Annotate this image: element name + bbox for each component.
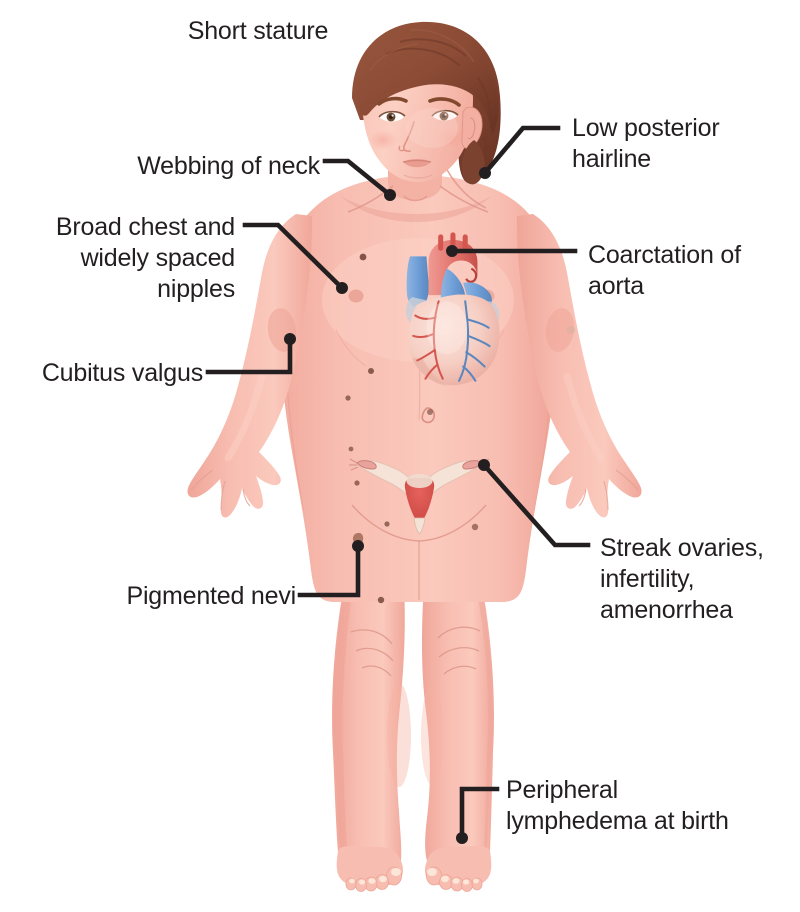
- forearm-right-highlight: [563, 372, 605, 462]
- nevus: [359, 253, 367, 261]
- nevus: [384, 521, 390, 527]
- elbow-right-shadow: [545, 308, 575, 352]
- cervix: [413, 517, 426, 535]
- calf-shadow-right: [421, 685, 443, 785]
- ear-inner-detail: [467, 117, 476, 140]
- chin-crease: [403, 174, 433, 179]
- feet: [336, 846, 492, 892]
- label-peripheral-lymphedema-at-birth: Peripheral lymphedema at birth: [506, 776, 729, 835]
- nevus: [471, 523, 479, 531]
- toenails-right: [427, 868, 479, 885]
- knee-creases: [350, 626, 481, 677]
- eyebrow-right: [428, 97, 461, 107]
- aortic-branches: [438, 232, 468, 251]
- leg-left-shadow: [334, 585, 360, 872]
- coronary-arteries: [412, 300, 444, 380]
- calf-shadow-left: [387, 683, 411, 787]
- label-broad-chest-and-widely-spaced-nipples: Broad chest and widely spaced nipples: [55, 213, 235, 303]
- heart-illustration: [405, 232, 500, 386]
- nevus: [368, 368, 374, 374]
- toenails-left: [349, 868, 401, 885]
- lip-line: [402, 159, 432, 163]
- eyes: [378, 109, 459, 122]
- pigmented-nevi-group: [345, 253, 575, 604]
- superior-vena-cava: [406, 256, 429, 307]
- hair-highlights: [369, 29, 475, 71]
- nipple-left: [348, 289, 364, 303]
- streak-ovary-right: [462, 460, 483, 470]
- navel: [421, 407, 435, 424]
- cheek-right: [438, 128, 466, 148]
- cheek-left: [369, 130, 397, 150]
- uterus-and-ovaries: [349, 458, 490, 535]
- coarctation-narrowing: [465, 267, 478, 283]
- nevus: [377, 596, 385, 604]
- nevus: [348, 446, 354, 452]
- nose: [403, 121, 415, 152]
- heart-highlight: [426, 301, 468, 355]
- hair-front: [357, 35, 499, 136]
- hair-low-posterior-hairline: [461, 140, 485, 185]
- streak-ovary-left: [356, 460, 377, 470]
- ventricles: [408, 294, 500, 386]
- leg-left: [332, 585, 405, 876]
- label-webbing-of-neck: Webbing of neck: [137, 152, 320, 180]
- aortic-arch: [428, 240, 478, 296]
- label-pigmented-nevi: Pigmented nevi: [126, 582, 296, 610]
- arm-right: [517, 214, 642, 518]
- nevus: [354, 480, 360, 486]
- head: [352, 21, 501, 185]
- coronary-veins: [458, 300, 491, 382]
- clavicle-shading: [340, 196, 492, 222]
- forearm-left-highlight: [224, 372, 266, 462]
- sternal-notch: [403, 195, 428, 202]
- uterus-fundus: [406, 474, 433, 488]
- nostril-left: [398, 145, 405, 152]
- label-streak-ovaries-infertility-amenorrhea: Streak ovaries, infertility, amenorrhea: [600, 534, 764, 624]
- nevus: [345, 395, 351, 401]
- label-short-stature: Short stature: [187, 17, 329, 45]
- label-low-posterior-hairline: Low posterior hairline: [572, 114, 720, 173]
- legs: [332, 585, 494, 877]
- rib-contour-left: [335, 329, 367, 367]
- nevus: [567, 326, 575, 334]
- eyebrow-left: [377, 96, 408, 106]
- label-coarctation-of-aorta: Coarctation of aorta: [588, 241, 741, 300]
- nevus: [427, 409, 433, 415]
- face-highlight: [406, 108, 458, 148]
- uterus-body: [404, 478, 435, 523]
- label-cubitus-valgus: Cubitus valgus: [41, 359, 203, 387]
